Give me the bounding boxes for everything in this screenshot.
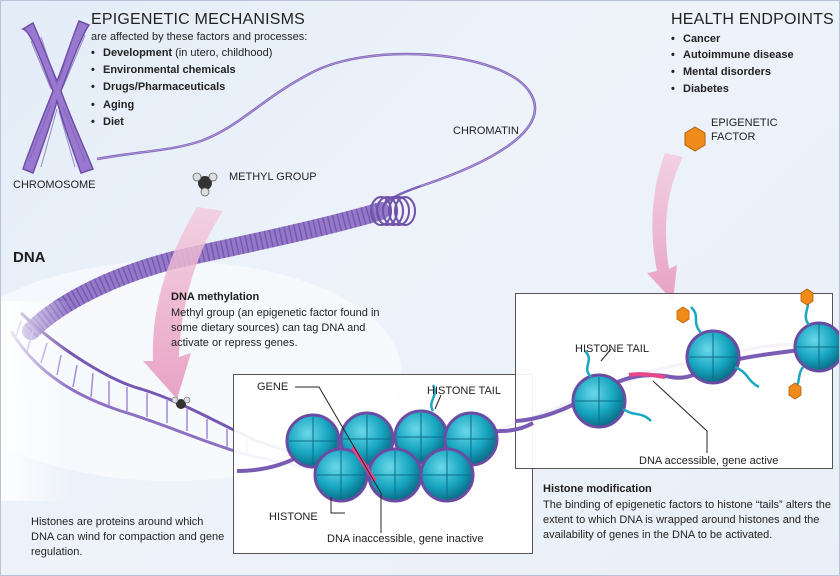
health-item: •Diabetes (671, 83, 729, 95)
epigenetic-factor-icon (684, 126, 706, 152)
mechanism-item: •Environmental chemicals (91, 64, 236, 76)
mechanisms-subtitle: are affected by these factors and proces… (91, 31, 308, 43)
methyl-group-icon (192, 172, 218, 197)
open-chromatin-panel (515, 293, 833, 469)
chromatin-label: CHROMATIN (453, 125, 519, 137)
histone-label: HISTONE (269, 511, 318, 523)
histones-note: Histones are proteins around which DNA c… (31, 516, 225, 558)
gene-label: GENE (257, 381, 289, 393)
histone-tail-label-right: HISTONE TAIL (575, 343, 649, 355)
dna-inaccessible-label: DNA inaccessible, gene inactive (327, 533, 484, 545)
chromosome-label: CHROMOSOME (13, 179, 96, 191)
mechanism-item: •Drugs/Pharmaceuticals (91, 81, 226, 93)
dna-label: DNA (13, 249, 46, 266)
health-item: •Cancer (671, 33, 721, 45)
histone-tail-label-left: HISTONE TAIL (427, 385, 501, 397)
modification-title: Histone modification (543, 483, 652, 495)
health-item: •Autoimmune disease (671, 49, 794, 61)
mechanism-item: •Aging (91, 99, 135, 111)
modification-text: The binding of epigenetic factors to his… (543, 499, 831, 541)
health-title: HEALTH ENDPOINTS (671, 11, 834, 28)
health-item: •Mental disorders (671, 66, 772, 78)
mechanism-item: •Development (in utero, childhood) (91, 47, 273, 59)
dna-accessible-label: DNA accessible, gene active (639, 455, 779, 467)
epigenetic-factor-label-2: FACTOR (711, 131, 756, 143)
mechanisms-title: EPIGENETIC MECHANISMS (91, 11, 306, 28)
mechanism-item: •Diet (91, 116, 124, 128)
methylation-title: DNA methylation (171, 291, 260, 303)
dna-double-helix (1, 301, 370, 501)
methylation-text: Methyl group (an epigenetic factor found… (171, 307, 380, 349)
methyl-group-label: METHYL GROUP (229, 171, 317, 183)
epigenetic-factor-label-1: EPIGENETIC (711, 117, 778, 129)
chromosome-icon (21, 20, 94, 174)
